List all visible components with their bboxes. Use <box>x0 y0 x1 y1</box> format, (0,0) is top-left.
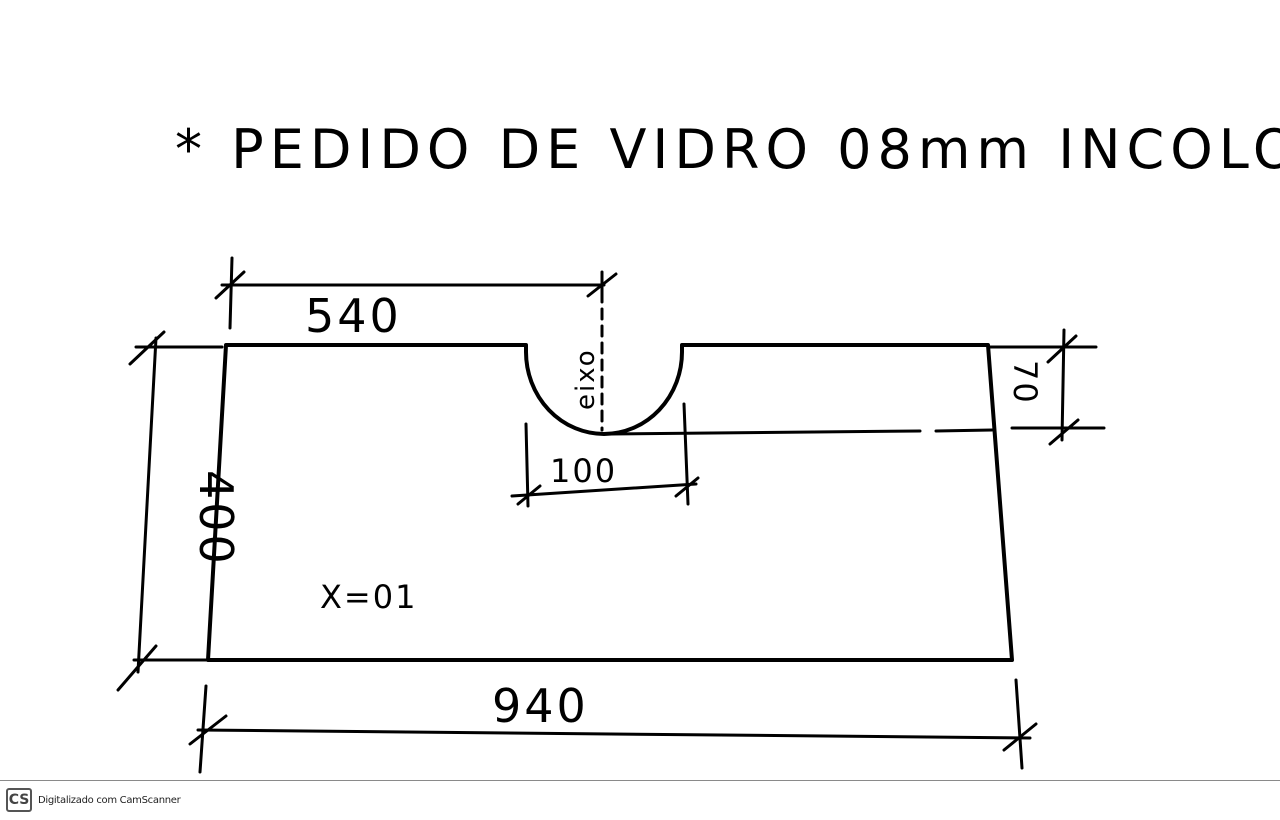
order-title: * PEDIDO DE VIDRO 08mm INCOLOR TEMPE <box>175 118 1280 181</box>
dimension-label-100: 100 <box>550 452 617 490</box>
dimension-label-940: 940 <box>492 679 589 733</box>
dimension-70 <box>988 328 1106 446</box>
dimension-400 <box>116 330 224 692</box>
scan-footer-divider <box>0 780 1280 781</box>
quantity-label: X=01 <box>320 578 417 616</box>
dimension-label-70: 70 <box>1006 360 1044 405</box>
dimension-540 <box>214 256 618 330</box>
scan-footer: CS Digitalizado com CamScanner <box>6 786 181 814</box>
dimension-100 <box>510 402 700 508</box>
dimension-label-400: 400 <box>189 470 243 567</box>
notch-depth-reference-line <box>608 428 994 436</box>
camscanner-logo-icon: CS <box>6 788 32 812</box>
notch-axis-label: eixo <box>571 348 601 410</box>
scanner-credit-text: Digitalizado com CamScanner <box>38 794 181 806</box>
dimension-940 <box>188 678 1038 774</box>
dimension-label-540: 540 <box>305 289 402 343</box>
